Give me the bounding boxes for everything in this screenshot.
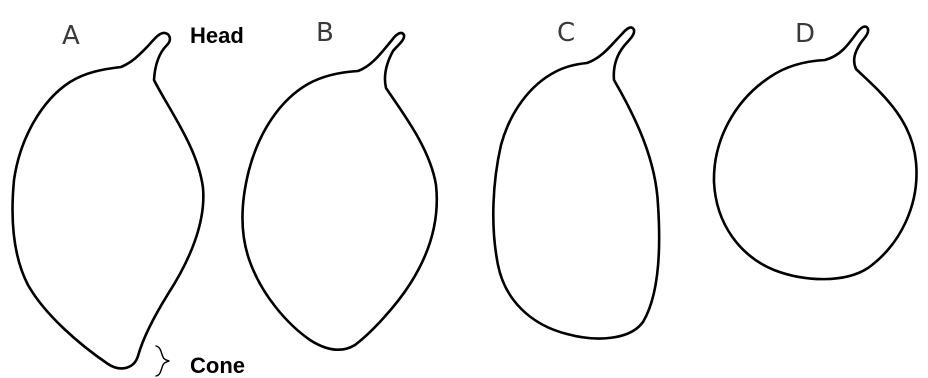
panel-d: D (714, 19, 917, 279)
shape-d-outline (714, 27, 917, 280)
cone-brace (156, 346, 169, 376)
panel-b: B (242, 18, 436, 350)
shape-b-outline (242, 33, 436, 350)
panel-c: C (493, 18, 659, 338)
shape-c-outline (493, 27, 659, 338)
panel-letter-b: B (316, 18, 334, 48)
head-label: Head (190, 23, 244, 48)
panel-a: A Head Cone (13, 21, 245, 378)
shape-a-outline (13, 33, 204, 369)
panel-letter-d: D (795, 19, 815, 49)
panel-letter-c: C (557, 18, 575, 48)
cone-label: Cone (190, 353, 245, 378)
panel-letter-a: A (62, 21, 80, 51)
